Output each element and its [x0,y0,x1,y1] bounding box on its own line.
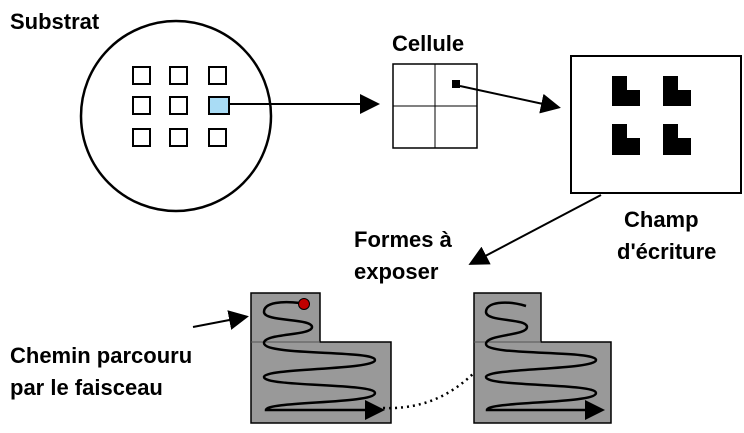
substrate-cell [132,128,151,147]
beam-start-dot [298,298,310,310]
cell-label: Cellule [392,31,465,56]
write-field-shapes [612,76,691,155]
write-field-square [570,55,742,194]
substrate-cell [169,128,188,147]
substrate-cell [208,66,227,85]
cell-square [392,63,478,149]
cell-write-field-marker [452,80,460,88]
arrow-label-to-beam-path [192,310,249,330]
shape-right-body [473,292,612,424]
substrate-cell-grid [132,66,230,147]
shape-right [473,292,612,424]
substrate-cell [132,96,151,115]
shapes-label-line2: exposer [354,259,439,284]
substrate-cell-selected [208,96,230,115]
beam-path-label-line2: par le faisceau [10,375,163,400]
substrate-cell [169,66,188,85]
arrow-cell-to-write-field [459,85,561,114]
arrow-write-field-to-shapes [468,194,602,265]
write-field-label-line1: Champ [624,207,699,232]
beam-path-label-line1: Chemin parcouru [10,343,193,368]
substrate-cell [169,96,188,115]
beam-path-right [484,301,605,420]
substrate-label: Substrat [10,9,100,34]
substrate-cell [132,66,151,85]
shape-left [250,292,392,424]
write-field-label-line2: d'écriture [617,239,717,264]
substrate-cell [208,128,227,147]
shapes-label-line1: Formes à [354,227,452,252]
substrate-circle [79,19,273,213]
beam-path-left [262,300,385,420]
shape-left-body [250,292,392,424]
